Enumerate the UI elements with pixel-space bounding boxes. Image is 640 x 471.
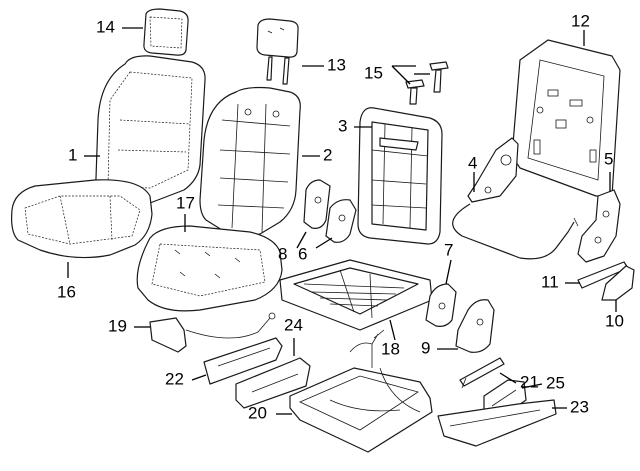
riser-bracket-left	[235, 357, 311, 409]
callout-19: 19	[108, 316, 127, 335]
track-cover-inner	[203, 337, 283, 385]
callout-2: 2	[323, 145, 332, 164]
track-cover-outer	[437, 399, 557, 447]
callout-25: 25	[546, 373, 565, 392]
callout-4: 4	[468, 153, 477, 172]
callout-15: 15	[364, 63, 383, 82]
callout-24: 24	[284, 315, 303, 334]
gas-strut	[459, 357, 505, 389]
leader-lines	[67, 27, 617, 415]
pivot-cover	[455, 299, 495, 353]
callout-16: 16	[57, 282, 76, 301]
seat-back-frame	[357, 107, 443, 245]
recliner-mechanism	[467, 137, 519, 203]
callout-5: 5	[604, 149, 613, 168]
callout-21: 21	[520, 372, 539, 391]
callout-9: 9	[421, 338, 430, 357]
callout-3: 3	[338, 116, 347, 135]
callout-17: 17	[176, 193, 195, 212]
side-bracket	[577, 189, 621, 263]
callout-7: 7	[444, 240, 453, 259]
headrest-pad	[256, 18, 299, 85]
callout-23: 23	[570, 397, 589, 416]
trim-cover-left	[303, 179, 331, 229]
callout-6: 6	[298, 244, 307, 263]
seat-cushion-cover	[11, 179, 153, 259]
rear-panel	[511, 39, 621, 197]
callout-10: 10	[605, 311, 624, 330]
callout-labels: 14 13 1 2 3 15 12 4 5 8 6 17 16 7 11 10 …	[57, 11, 624, 422]
guide-bolts	[405, 61, 449, 105]
release-handle	[149, 312, 276, 353]
track-assembly	[289, 329, 433, 453]
callout-8: 8	[278, 244, 287, 263]
trim-cover-right	[325, 199, 357, 243]
seat-cushion-frame	[279, 259, 433, 331]
callout-13: 13	[327, 55, 346, 74]
callout-12: 12	[571, 11, 590, 30]
end-cap	[601, 265, 635, 301]
callout-20: 20	[248, 403, 267, 422]
seat-back-pad	[199, 86, 301, 237]
callout-11: 11	[541, 272, 559, 291]
callout-1: 1	[68, 145, 77, 164]
headrest-cover	[143, 8, 189, 56]
callout-18: 18	[381, 339, 400, 358]
seat-cushion-pad	[136, 225, 283, 312]
callout-14: 14	[96, 17, 115, 36]
hinge-cover	[425, 283, 457, 327]
callout-22: 22	[165, 369, 184, 388]
recliner-cable	[452, 203, 575, 260]
